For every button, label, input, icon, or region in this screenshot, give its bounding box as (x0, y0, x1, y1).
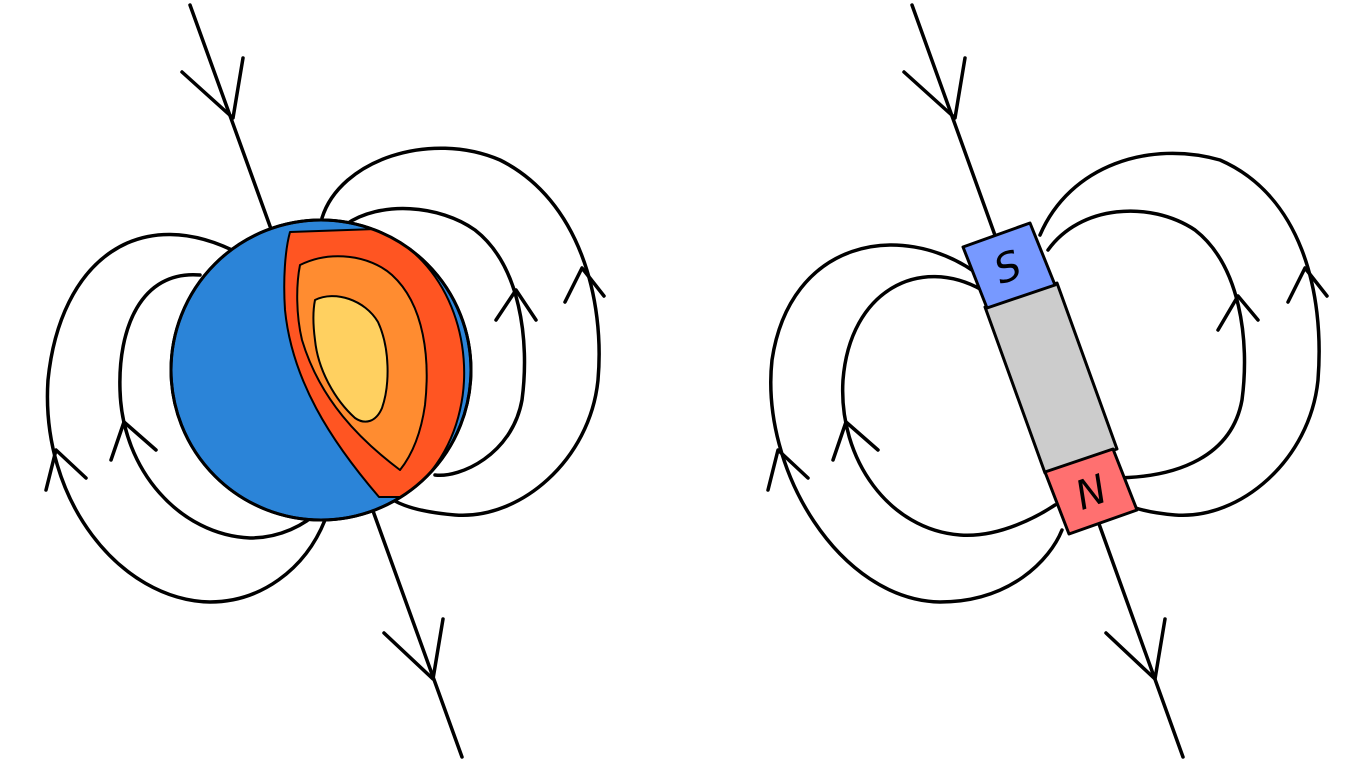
magnet-axis-arrow-bottom (1104, 617, 1167, 681)
earth-panel (44, 3, 606, 759)
magnet-loop-arrow-1 (766, 448, 810, 492)
magnet-loop-arrow-3 (1216, 294, 1260, 332)
earth-axis-arrow-top (180, 56, 245, 120)
magnet-body (983, 281, 1119, 475)
earth-loop-arrow-2 (109, 420, 158, 462)
magnet-axis-arrow-top (902, 56, 967, 120)
bar-magnet: S N (961, 221, 1139, 536)
earth-field-loop-right-outer (320, 146, 601, 517)
bar-magnet-panel: S N (766, 3, 1329, 759)
magnet-south-pole: S (961, 221, 1057, 310)
earth-outline (169, 218, 473, 522)
earth-field-loop-right-inner (343, 206, 527, 477)
earth-field-loop-left-outer (45, 232, 327, 604)
magnet-loop-arrow-4 (1286, 266, 1329, 304)
earth-loop-arrow-1 (44, 448, 88, 492)
earth-field-loop-left-inner (118, 273, 322, 540)
magnet-north-pole: N (1043, 447, 1139, 536)
earth-globe (169, 218, 473, 522)
magnet-loop-arrow-2 (831, 420, 880, 462)
magnet-field-loop-right-inner (1046, 209, 1247, 480)
magnet-field-loop-left-outer (769, 243, 1064, 604)
earth-core (312, 295, 389, 423)
earth-loop-arrow-4 (563, 266, 606, 304)
magnet-south-block (961, 221, 1057, 310)
magnet-north-block (1043, 447, 1139, 536)
magnet-field-loop-left-inner (840, 274, 1057, 537)
earth-axis-arrow-bottom (382, 617, 445, 681)
magnet-field-loop-right-outer (1038, 151, 1321, 517)
earth-loop-arrow-3 (494, 288, 538, 322)
